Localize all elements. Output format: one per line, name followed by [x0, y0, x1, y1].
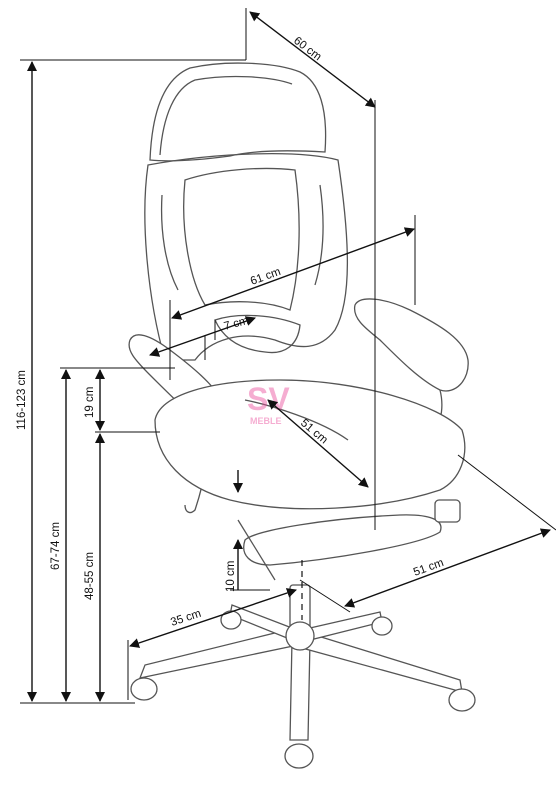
backrest-slot-left	[160, 194, 179, 291]
base-leg-back-right	[309, 611, 383, 641]
dim-label-width-arms: 61 cm	[249, 266, 283, 288]
base-leg-front	[289, 639, 311, 741]
seat	[154, 379, 466, 510]
caster-right	[448, 688, 476, 712]
dim-line-armrest-width	[149, 316, 256, 357]
dim-label-footrest-clearance: 10 cm	[225, 561, 237, 592]
backrest-slot-right	[314, 184, 324, 286]
caster-front	[284, 743, 314, 769]
ext-line-base-front	[299, 579, 351, 613]
watermark-subtext: MEBLE	[250, 416, 282, 426]
base-hub	[285, 621, 315, 651]
ext-line-base-right	[457, 454, 556, 531]
backrest-mesh	[183, 167, 300, 311]
dim-line-depth-top	[249, 11, 376, 108]
caster-left	[130, 677, 158, 701]
dim-line-seat-depth	[267, 399, 369, 488]
chair-base	[138, 604, 463, 741]
chair-illustration	[128, 62, 476, 769]
dim-line-width-arms	[171, 227, 415, 320]
dim-label-total-height: 116-123 cm	[16, 370, 28, 430]
backrest-frame	[144, 153, 349, 361]
headrest-inner	[159, 75, 293, 156]
dim-label-depth-top: 60 cm	[291, 35, 323, 63]
dim-label-seat-height: 48-55 cm	[84, 552, 96, 600]
base-leg-left	[138, 627, 299, 679]
dim-line-base-depth	[344, 528, 551, 608]
footrest	[243, 514, 442, 566]
dim-line-base-radius	[129, 588, 297, 648]
dim-label-base-radius: 35 cm	[169, 608, 203, 629]
dim-label-armrest-height: 19 cm	[84, 387, 96, 418]
watermark-text: SV	[247, 381, 290, 417]
headrest	[149, 62, 327, 162]
footrest-end	[434, 499, 461, 523]
base-leg-right	[301, 631, 463, 693]
footrest-arm	[237, 519, 276, 581]
dim-label-armrest-floor: 67-74 cm	[50, 522, 62, 570]
caster-back-right	[371, 616, 393, 636]
armrest-right	[353, 298, 469, 392]
